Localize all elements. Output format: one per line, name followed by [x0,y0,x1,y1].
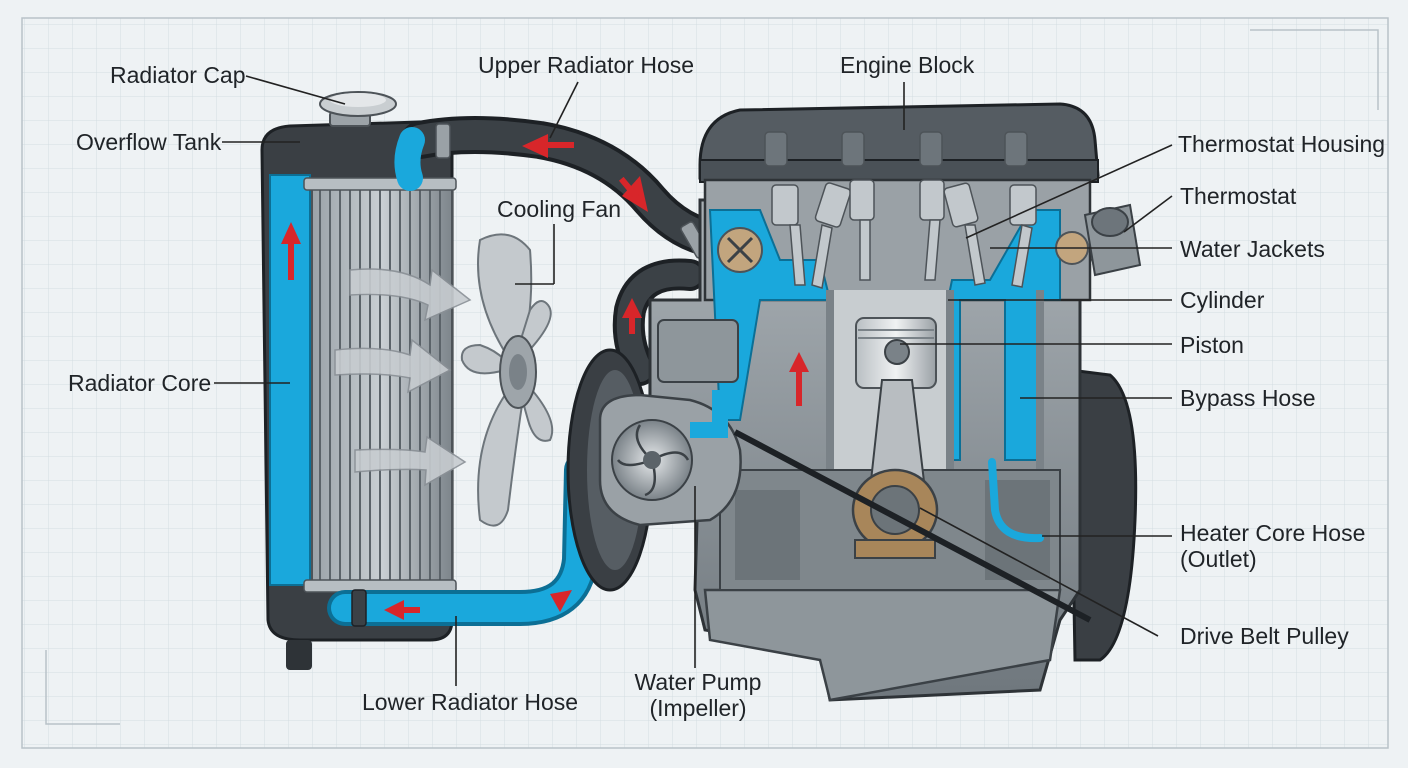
radiator-drain [286,640,312,670]
engine [566,102,1142,702]
crankcase-cell-2 [985,480,1050,580]
cylinder-wall-far [1036,290,1044,470]
airflow-arrows [334,268,472,487]
radiator [260,91,472,670]
label-lower-radiator-hose: Lower Radiator Hose [362,689,579,715]
leader-drive-belt-pulley [919,507,1159,637]
impeller-hub [643,451,661,469]
drive-belt [733,429,1092,623]
radiator-cap-top [330,93,386,107]
drive-belt-pulley [1068,368,1138,662]
pump-outlet-coolant [690,390,728,438]
flow-arrows-upper-hose [522,134,648,212]
label-overflow-tank: Overflow Tank [76,129,222,155]
label-water-pump-line1: Water Pump [634,669,762,695]
flow-arrow-engine-up [789,352,809,406]
label-heater-core-hose-line1: Heater Core Hose [1180,520,1366,546]
label-upper-radiator-hose: Upper Radiator Hose [478,52,695,78]
cylinder-wall-left [826,290,834,470]
label-water-jackets: Water Jackets [1180,236,1325,262]
label-engine-block: Engine Block [840,52,975,78]
upper-radiator-hose-body [405,120,735,255]
label-water-pump-line2: (Impeller) [649,695,747,721]
crankcase-cell-1 [735,490,800,580]
upper-hose-inlet-coolant [394,127,425,191]
radiator-top-bar [303,177,457,191]
label-heater-core-hose: Heater Core Hose (Outlet) [1180,520,1365,572]
radiator-inlet-tank-coolant [269,174,311,586]
heater-core-hose-outlet [988,458,1044,543]
radiator-fins [319,186,441,584]
piston-pin [884,339,910,365]
flow-arrow-bypass-up [622,298,642,334]
lower-hose-clamp [351,589,367,627]
leader-radiator-cap [245,75,346,105]
cooling-fan [460,233,554,527]
frame-corner-bottom-left [45,650,120,725]
flow-arrow-radiator-up [281,222,301,280]
label-piston: Piston [1180,332,1244,358]
valves [764,131,1037,289]
label-radiator-core: Radiator Core [68,370,212,396]
label-drive-belt-pulley: Drive Belt Pulley [1180,623,1349,649]
leader-thermostat-housing [965,144,1173,239]
label-cooling-fan: Cooling Fan [497,196,622,222]
frame-corner-top-right [1250,29,1379,110]
cylinder-wall-right [946,290,954,470]
label-bypass-hose: Bypass Hose [1180,385,1316,411]
label-thermostat-housing: Thermostat Housing [1178,131,1386,157]
leader-thermostat [1123,195,1173,233]
alternator-bracket [657,319,739,383]
valve-cover-rail [699,159,1099,183]
rod-cap [854,539,936,559]
leader-lines [214,75,1173,686]
label-thermostat: Thermostat [1180,183,1297,209]
upper-hose-clamp-radiator [435,123,451,159]
label-heater-core-hose-line2: (Outlet) [1180,546,1257,572]
label-radiator-cap: Radiator Cap [110,62,246,88]
label-cylinder: Cylinder [1180,287,1265,313]
thermostat-housing-outlet [1091,207,1129,237]
label-water-pump: Water Pump (Impeller) [630,669,766,721]
leader-upper-radiator-hose [549,81,579,139]
thermostat-left-spokes [726,236,754,264]
